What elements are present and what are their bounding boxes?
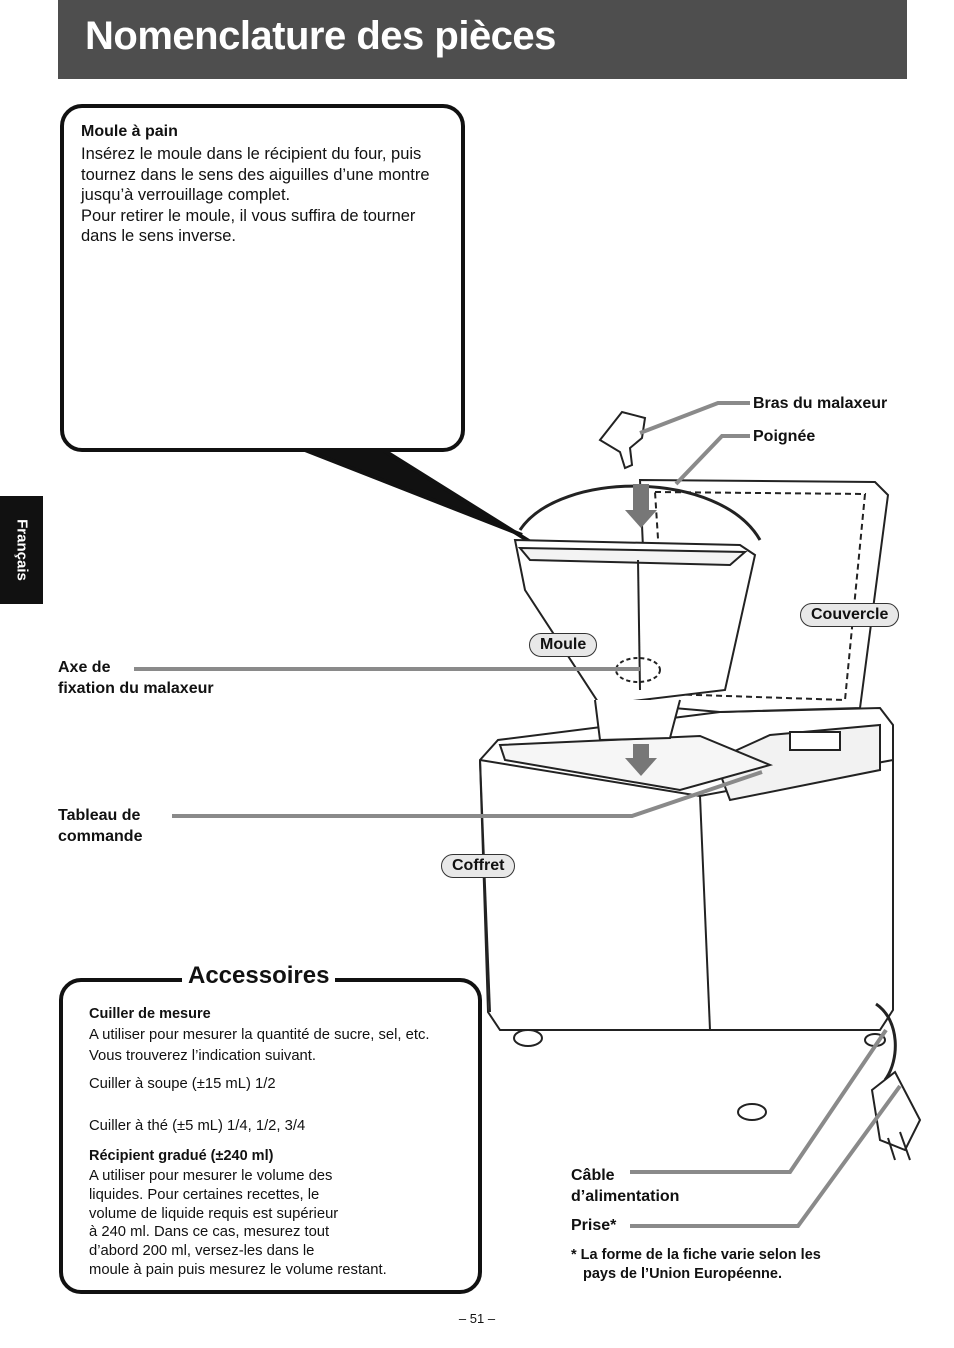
- mould-line: tournez dans le sens des aiguilles d’une…: [81, 165, 430, 184]
- mould-line: Insérez le moule dans le récipient du fo…: [81, 145, 422, 163]
- footnote-line2: pays de l’Union Européenne.: [583, 1266, 783, 1282]
- label-moule: Moule: [529, 633, 598, 657]
- mould-title: Moule à pain: [81, 123, 178, 140]
- arrow-down-1: [633, 484, 649, 512]
- leader-lines: [134, 401, 902, 1228]
- spoon-line: Vous trouverez l’indication suivant.: [89, 1048, 317, 1064]
- mould-description: Insérez le moule dans le récipient du fo…: [81, 144, 461, 247]
- label-cable-line2: d’alimentation: [571, 1188, 680, 1205]
- label-poignee: Poignée: [753, 428, 816, 445]
- mould-info-box: [60, 104, 465, 452]
- bread-pan: [513, 484, 762, 742]
- spoon-title: Cuiller de mesure: [89, 1006, 211, 1022]
- label-couvercle: Couvercle: [800, 603, 900, 627]
- mould-line: dans le sens inverse.: [81, 227, 237, 245]
- label-axe-line2: fixation du malaxeur: [58, 680, 214, 697]
- label-tableau-line2: commande: [58, 828, 143, 845]
- cup-line: liquides. Pour certaines recettes, le: [89, 1186, 320, 1203]
- label-tableau-line1: Tableau de: [58, 807, 141, 824]
- footnote-line1: * La forme de la fiche varie selon les: [571, 1247, 821, 1263]
- power-cord: [875, 1002, 897, 1081]
- label-prise: Prise*: [571, 1217, 617, 1234]
- cup-line: volume de liquide requis est supérieur: [89, 1205, 339, 1222]
- cup-line: d’abord 200 ml, versez-les dans le: [89, 1243, 315, 1260]
- header-bar: [58, 0, 907, 79]
- mould-line: jusqu’à verrouillage complet.: [81, 186, 291, 204]
- cup-title: Récipient gradué (±240 ml): [89, 1148, 274, 1164]
- callout-line-1: [299, 446, 523, 537]
- label-axe-line1: Axe de: [58, 659, 111, 676]
- kneading-blade: [598, 410, 647, 470]
- mould-line: Pour retirer le moule, il vous suffira d…: [81, 206, 416, 225]
- plug: [870, 1070, 922, 1161]
- cup-line: à 240 ml. Dans ce cas, mesurez tout: [89, 1224, 330, 1241]
- label-bras: Bras du malaxeur: [753, 395, 888, 412]
- accessories-title: Accessoires: [182, 962, 336, 990]
- page-title: Nomenclature des pièces: [85, 14, 556, 58]
- accessories-box: [59, 978, 482, 1294]
- spoon-line: A utiliser pour mesurer la quantité de s…: [89, 1027, 430, 1043]
- label-coffret: Coffret: [441, 854, 516, 878]
- callout-line-2: [378, 446, 542, 550]
- cup-line: A utiliser pour mesurer le volume des: [89, 1168, 333, 1184]
- language-tab: Français: [0, 496, 43, 604]
- cup-line: moule à pain puis mesurez le volume rest…: [89, 1261, 387, 1278]
- teaspoon-label: Cuiller à thé (±5 mL) 1/4, 1/2, 3/4: [89, 1118, 306, 1134]
- label-cable-line1: Câble: [571, 1167, 615, 1184]
- page-number: – 51 –: [458, 1311, 496, 1326]
- tablespoon-label: Cuiller à soupe (±15 mL) 1/2: [89, 1076, 276, 1092]
- cup-description: A utiliser pour mesurer le volume des li…: [89, 1167, 387, 1280]
- arrow-down-2: [633, 744, 649, 760]
